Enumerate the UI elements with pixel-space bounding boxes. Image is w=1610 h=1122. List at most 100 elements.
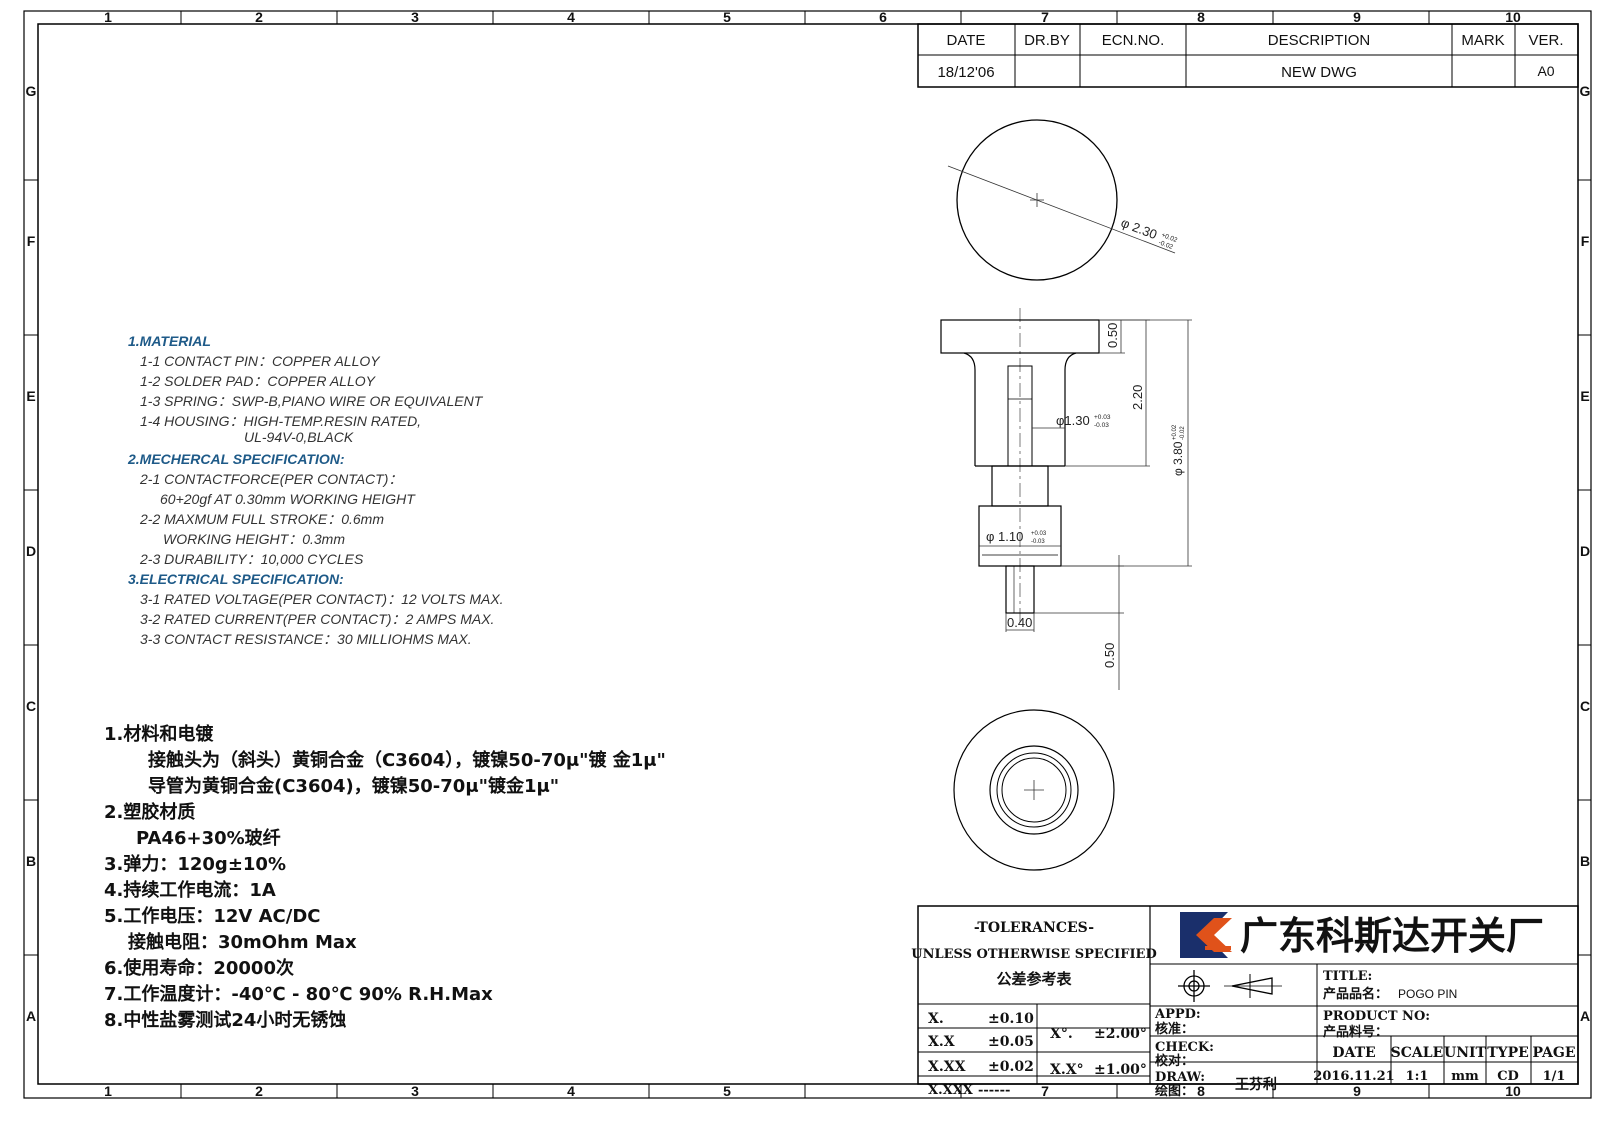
ang-row-value: ±2.00° [1094,1026,1147,1042]
dim-top-dia: φ 2.30 [1119,215,1159,242]
spec-cn-line: 接触头为（斜头）黄铜合金（C3604），镀镍50-70μ"镀 金1μ" [148,749,666,771]
dim-tip-dia: φ 1.10 [986,529,1023,544]
dim-body-height: 2.20 [1130,385,1145,410]
dim-pin-width: 0.40 [1007,615,1032,630]
inner-border [37,23,1579,1085]
rrow-e: E [1580,388,1589,404]
company-logo-icon [1180,912,1232,958]
bcol-10: 10 [1505,1083,1521,1099]
title-cn-label: 产品品名： [1323,986,1388,1002]
row-c: C [26,698,36,714]
spec-cn-line: 7.工作温度计：-40℃ - 80℃ 90% R.H.Max [104,983,493,1005]
row-a: A [26,1008,36,1024]
spec-english: 1.MATERIAL 1-1 CONTACT PIN：COPPER ALLOY … [127,333,504,647]
spec-line: 1-1 CONTACT PIN：COPPER ALLOY [140,353,381,369]
product-title: POGO PIN [1398,987,1457,1001]
col-4: 4 [567,9,575,25]
spec-cn-line: 3.弹力：120g±10% [104,853,286,875]
spec-mech-heading: 2.MECHERCAL SPECIFICATION: [127,451,345,467]
rev-header-date: DATE [947,32,986,49]
bcol-1: 1 [104,1083,112,1099]
product-no-label: PRODUCT NO: [1323,1009,1430,1024]
row-e: E [26,388,35,404]
spec-line: WORKING HEIGHT：0.3mm [163,531,345,547]
tol-title: -TOLERANCES- [974,920,1094,936]
tol-row-key: X.X [928,1034,955,1050]
company-name: 广东科斯达开关厂 [1240,914,1544,958]
dim-body-dia-tol-minus: -0.03 [1094,422,1109,429]
dim-tip-dia-tol-minus: -0.03 [1031,539,1045,545]
rev-ver: A0 [1537,63,1554,79]
bcol-4: 4 [567,1083,575,1099]
spec-chinese: 1.材料和电镀 接触头为（斜头）黄铜合金（C3604），镀镍50-70μ"镀 金… [104,723,666,1031]
info-scale: 1:1 [1406,1069,1429,1084]
bcol-5: 5 [723,1083,731,1099]
info-header-unit: UNIT [1444,1045,1487,1061]
ang-row-key: X.X° [1050,1062,1084,1078]
bcol-7: 7 [1041,1083,1049,1099]
spec-cn-line: PA46+30%玻纤 [136,827,281,849]
info-header-date: DATE [1332,1045,1375,1061]
ang-row-key: X°. [1050,1026,1073,1042]
row-letters-right: G F E D C B A [1580,83,1591,1024]
rev-header-ecn: ECN.NO. [1102,32,1165,49]
rev-header-mark: MARK [1461,32,1504,49]
info-unit: mm [1451,1069,1479,1084]
dim-total-dia: φ 3.80 [1171,441,1185,476]
draw-label: DRAW: [1155,1070,1205,1085]
tol-row-value: ------ [978,1083,1010,1098]
rrow-a: A [1580,1008,1590,1024]
bcol-2: 2 [255,1083,263,1099]
tol-subtitle: UNLESS OTHERWISE SPECIFIED [911,947,1157,962]
bottom-view [953,709,1115,871]
top-view: φ 2.30 +0.02 -0.02 [947,119,1179,281]
draw-cn-label: 绘图： [1155,1083,1194,1099]
col-1: 1 [104,9,112,25]
projection-symbol-icon [1178,970,1282,1002]
title-block: -TOLERANCES- UNLESS OTHERWISE SPECIFIED … [911,905,1579,1099]
dim-total-dia-tol-plus: +0.02 [1172,424,1178,440]
row-letters-left: G F E D C B A [26,83,37,1024]
spec-cn-line: 5.工作电压：12V AC/DC [104,905,320,927]
bcol-9: 9 [1353,1083,1361,1099]
spec-line: 2-3 DURABILITY：10,000 CYCLES [139,551,364,567]
spec-cn-line: 4.持续工作电流：1A [104,879,276,901]
spec-line: 1-3 SPRING：SWP-B,PIANO WIRE OR EQUIVALEN… [140,393,484,409]
spec-line: 1-2 SOLDER PAD：COPPER ALLOY [140,373,377,389]
col-5: 5 [723,9,731,25]
rev-header-drby: DR.BY [1024,32,1070,49]
tol-row-value: ±0.10 [988,1011,1034,1027]
draw-name: 王芬利 [1235,1076,1277,1093]
spec-line: 60+20gf AT 0.30mm WORKING HEIGHT [160,491,416,507]
dim-total-dia-tol-minus: -0.02 [1180,426,1186,440]
col-3: 3 [411,9,419,25]
row-b: B [26,853,36,869]
info-page: 1/1 [1543,1069,1566,1084]
revision-table: DATE DR.BY ECN.NO. DESCRIPTION MARK VER.… [917,23,1579,88]
spec-cn-line: 导管为黄铜合金(C3604)，镀镍50-70μ"镀金1μ" [148,775,559,797]
col-6: 6 [879,9,887,25]
tol-row-key: X.XX [928,1059,966,1075]
rev-date: 18/12'06 [937,64,994,81]
rrow-g: G [1580,83,1591,99]
appd-label: APPD: [1154,1007,1201,1022]
spec-line: 2-2 MAXMUM FULL STROKE：0.6mm [139,511,384,527]
info-header-scale: SCALE [1391,1045,1444,1061]
info-header-type: TYPE [1487,1045,1529,1061]
check-label: CHECK: [1155,1040,1214,1055]
rrow-d: D [1580,543,1590,559]
product-no-cn-label: 产品料号： [1323,1024,1388,1040]
zone-ticks [24,11,1591,1098]
col-10: 10 [1505,9,1521,25]
spec-cn-line: 8.中性盐雾测试24小时无锈蚀 [104,1009,346,1031]
dim-top-dia-tol-minus: -0.02 [1157,239,1174,251]
outer-border [23,10,1592,1099]
col-numbers-top: 1 2 3 4 5 6 7 8 9 10 [104,9,1521,25]
spec-cn-line: 2.塑胶材质 [104,801,195,823]
spec-material-heading: 1.MATERIAL [128,333,211,349]
dim-body-dia-tol-plus: +0.03 [1094,414,1111,421]
tol-row-key: X. [928,1011,944,1027]
spec-line: 3-2 RATED CURRENT(PER CONTACT)：2 AMPS MA… [140,611,494,627]
tol-row-key: X.XXX [928,1083,974,1098]
